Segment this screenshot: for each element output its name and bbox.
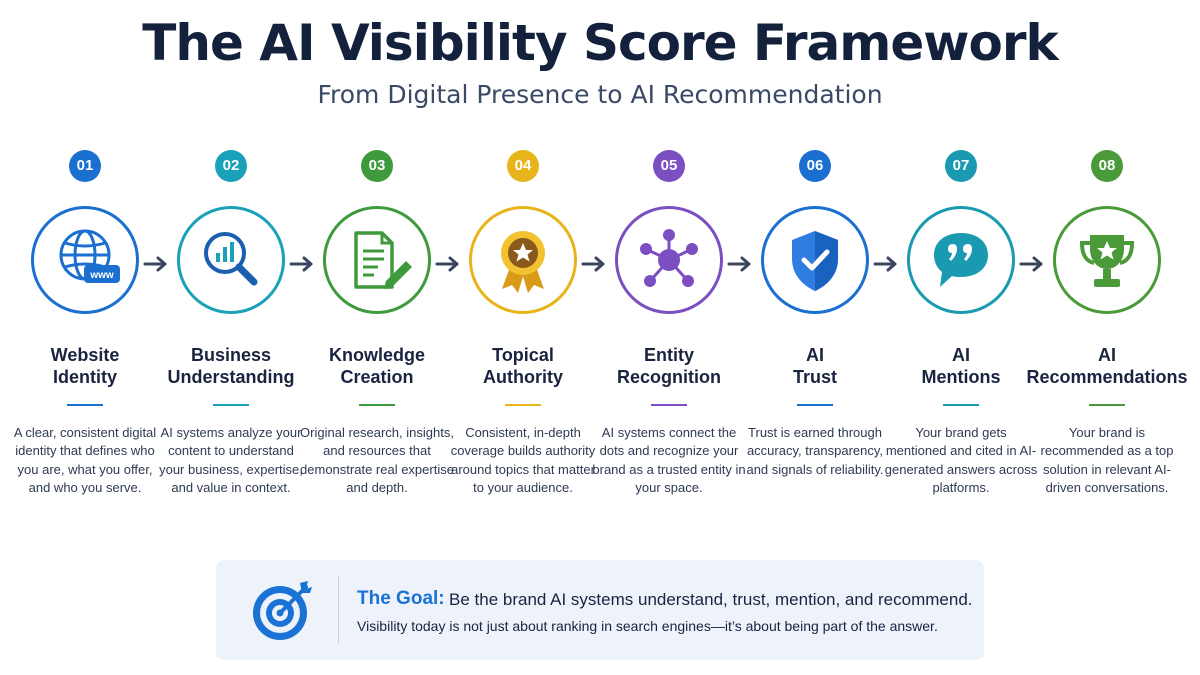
step-title: Knowledge Creation xyxy=(328,345,425,387)
step-title: Entity Recognition xyxy=(617,345,721,387)
arrow-right-icon xyxy=(1019,256,1043,272)
step-title: Website Identity xyxy=(50,345,120,387)
step-title: Topical Authority xyxy=(483,345,563,387)
goal-divider xyxy=(338,576,339,644)
step-description: AI systems analyze your content to under… xyxy=(159,425,303,496)
goal-subtext: Visibility today is not just about ranki… xyxy=(357,618,938,634)
step-title: AI Recommendations xyxy=(1026,345,1188,387)
goal-label: The Goal: xyxy=(357,588,445,609)
step-icon-circle xyxy=(177,206,285,314)
step-description: Your brand gets mentioned and cited in A… xyxy=(884,425,1038,496)
step-number-badge: 05 xyxy=(653,150,685,182)
goal-text: Be the brand AI systems understand, trus… xyxy=(449,590,973,609)
step-underline xyxy=(943,404,979,406)
step-description: Original research, insights, and resourc… xyxy=(300,425,454,496)
trophy-star-icon xyxy=(1079,235,1135,287)
step-underline xyxy=(797,404,833,406)
svg-text:www: www xyxy=(89,270,114,281)
magnifier-chart-icon xyxy=(204,232,258,286)
step-icon-circle xyxy=(761,206,869,314)
globe-www-icon: www xyxy=(59,229,120,283)
step-icon-circle xyxy=(907,206,1015,314)
step-icon-circle xyxy=(615,206,723,314)
step-title: Business Understanding xyxy=(167,345,295,387)
step-icon-circle xyxy=(323,206,431,314)
step-description: A clear, consistent digital identity tha… xyxy=(13,425,157,496)
step-number-badge: 07 xyxy=(945,150,977,182)
page-subtitle: From Digital Presence to AI Recommendati… xyxy=(317,80,883,109)
step-number-badge: 06 xyxy=(799,150,831,182)
step-title: AI Mentions xyxy=(921,345,1001,387)
step-underline xyxy=(505,404,541,406)
arrow-right-icon xyxy=(435,256,459,272)
arrow-right-icon xyxy=(581,256,605,272)
step-description: Your brand is recommended as a top solut… xyxy=(1040,425,1174,496)
step-underline xyxy=(1089,404,1125,406)
step-number-badge: 01 xyxy=(69,150,101,182)
arrow-right-icon xyxy=(143,256,167,272)
award-medal-icon xyxy=(501,231,545,293)
shield-check-icon xyxy=(792,231,838,291)
step-icon-circle xyxy=(469,206,577,314)
step-underline xyxy=(67,404,103,406)
arrow-right-icon xyxy=(873,256,897,272)
page-title: The AI Visibility Score Framework xyxy=(142,14,1059,72)
step-description: Consistent, in-depth coverage builds aut… xyxy=(450,425,596,496)
document-pencil-icon xyxy=(354,231,412,289)
step-underline xyxy=(651,404,687,406)
step-icon-circle xyxy=(1053,206,1161,314)
step-number-badge: 08 xyxy=(1091,150,1123,182)
step-number-badge: 03 xyxy=(361,150,393,182)
step-number-badge: 02 xyxy=(215,150,247,182)
arrow-right-icon xyxy=(289,256,313,272)
network-nodes-icon xyxy=(640,229,698,287)
step-title: AI Trust xyxy=(792,345,837,387)
step-number-badge: 04 xyxy=(507,150,539,182)
goal-callout: The Goal: Be the brand AI systems unders… xyxy=(216,560,984,660)
arrow-right-icon xyxy=(727,256,751,272)
quote-bubble-icon xyxy=(934,233,988,287)
step-description: AI systems connect the dots and recogniz… xyxy=(592,425,746,496)
step-underline xyxy=(359,404,395,406)
step-icon-circle: www xyxy=(31,206,139,314)
target-arrow-icon xyxy=(253,581,312,640)
step-underline xyxy=(213,404,249,406)
step-description: Trust is earned through accuracy, transp… xyxy=(746,425,884,477)
